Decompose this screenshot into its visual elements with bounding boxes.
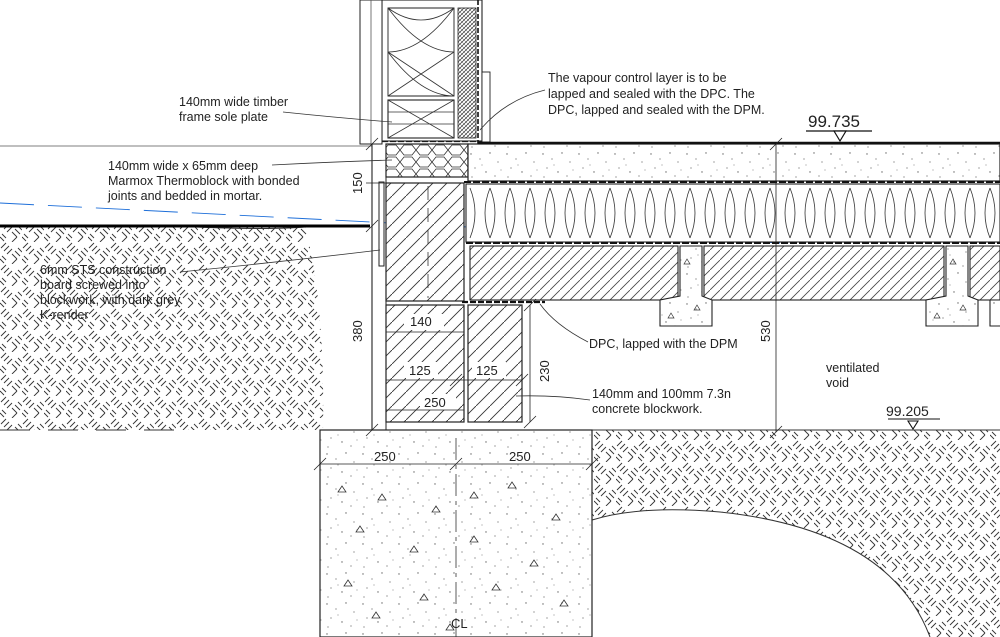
floor-level-value: 99.735 [808, 112, 860, 131]
sts-render-board [378, 181, 385, 267]
t-beam-3 [989, 299, 1000, 327]
dim-125-b: 125 [476, 363, 498, 378]
thermoblock-label: 140mm wide x 65mm deep Marmox Thermobloc… [107, 159, 303, 203]
dim-125-a: 125 [409, 363, 431, 378]
t-beam-1 [659, 245, 713, 327]
dim-150: 150 [350, 172, 365, 194]
aggregate-marks [337, 481, 569, 631]
slab-infill-3 [969, 245, 1000, 301]
sole-plate-cross [387, 99, 455, 139]
ground-soil-under-void [592, 430, 1000, 637]
ground-level-value: 99.205 [886, 403, 929, 419]
blockwork-label: 140mm and 100mm 7.3n concrete blockwork. [592, 387, 734, 416]
dim-380: 380 [350, 320, 365, 342]
dim-230: 230 [537, 360, 552, 382]
marmox-thermoblock [385, 143, 469, 178]
concrete-foundation [319, 429, 593, 637]
floor-insulation [465, 183, 1000, 243]
dimension-lines [313, 137, 783, 471]
centerline-symbol: CL [451, 616, 468, 631]
dim-250-block: 250 [424, 395, 446, 410]
dim-140: 140 [410, 314, 432, 329]
beam-aggregate-marks [667, 258, 967, 319]
frame-service-void [457, 7, 477, 139]
void-label: ventilated void [826, 361, 883, 390]
ground-level-marker [888, 418, 940, 431]
dpc-label: DPC, lapped with the DPM [589, 337, 738, 351]
t-beam-2 [925, 245, 979, 327]
ground-soil-left [0, 227, 324, 430]
dim-mask-125a [404, 362, 438, 378]
soil-lower-curve [591, 509, 931, 637]
vapour-layer-label: The vapour control layer is to be lapped… [548, 71, 765, 117]
dim-mask-125b [472, 362, 506, 378]
leader-lines [179, 89, 591, 401]
floor-insulation-waves [469, 187, 996, 239]
slab-infill-2 [703, 245, 945, 301]
dim-mask-140 [404, 314, 444, 330]
slab-infill-1 [469, 245, 679, 301]
upper-block [385, 182, 465, 302]
floor-level-marker [806, 130, 872, 143]
dim-250-right: 250 [509, 449, 531, 464]
sole-plate-label: 140mm wide timber frame sole plate [179, 95, 292, 124]
dim-530: 530 [758, 320, 773, 342]
dim-mask-250 [420, 394, 456, 410]
floor-screed [467, 143, 1000, 182]
ground-profile-line [195, 226, 306, 229]
skirting [481, 71, 491, 143]
dim-250-left: 250 [374, 449, 396, 464]
frame-insulation [387, 7, 455, 97]
frame-insulation-waves [387, 7, 455, 97]
sts-board-label: 6mm STS construction board screwed into … [40, 263, 184, 322]
